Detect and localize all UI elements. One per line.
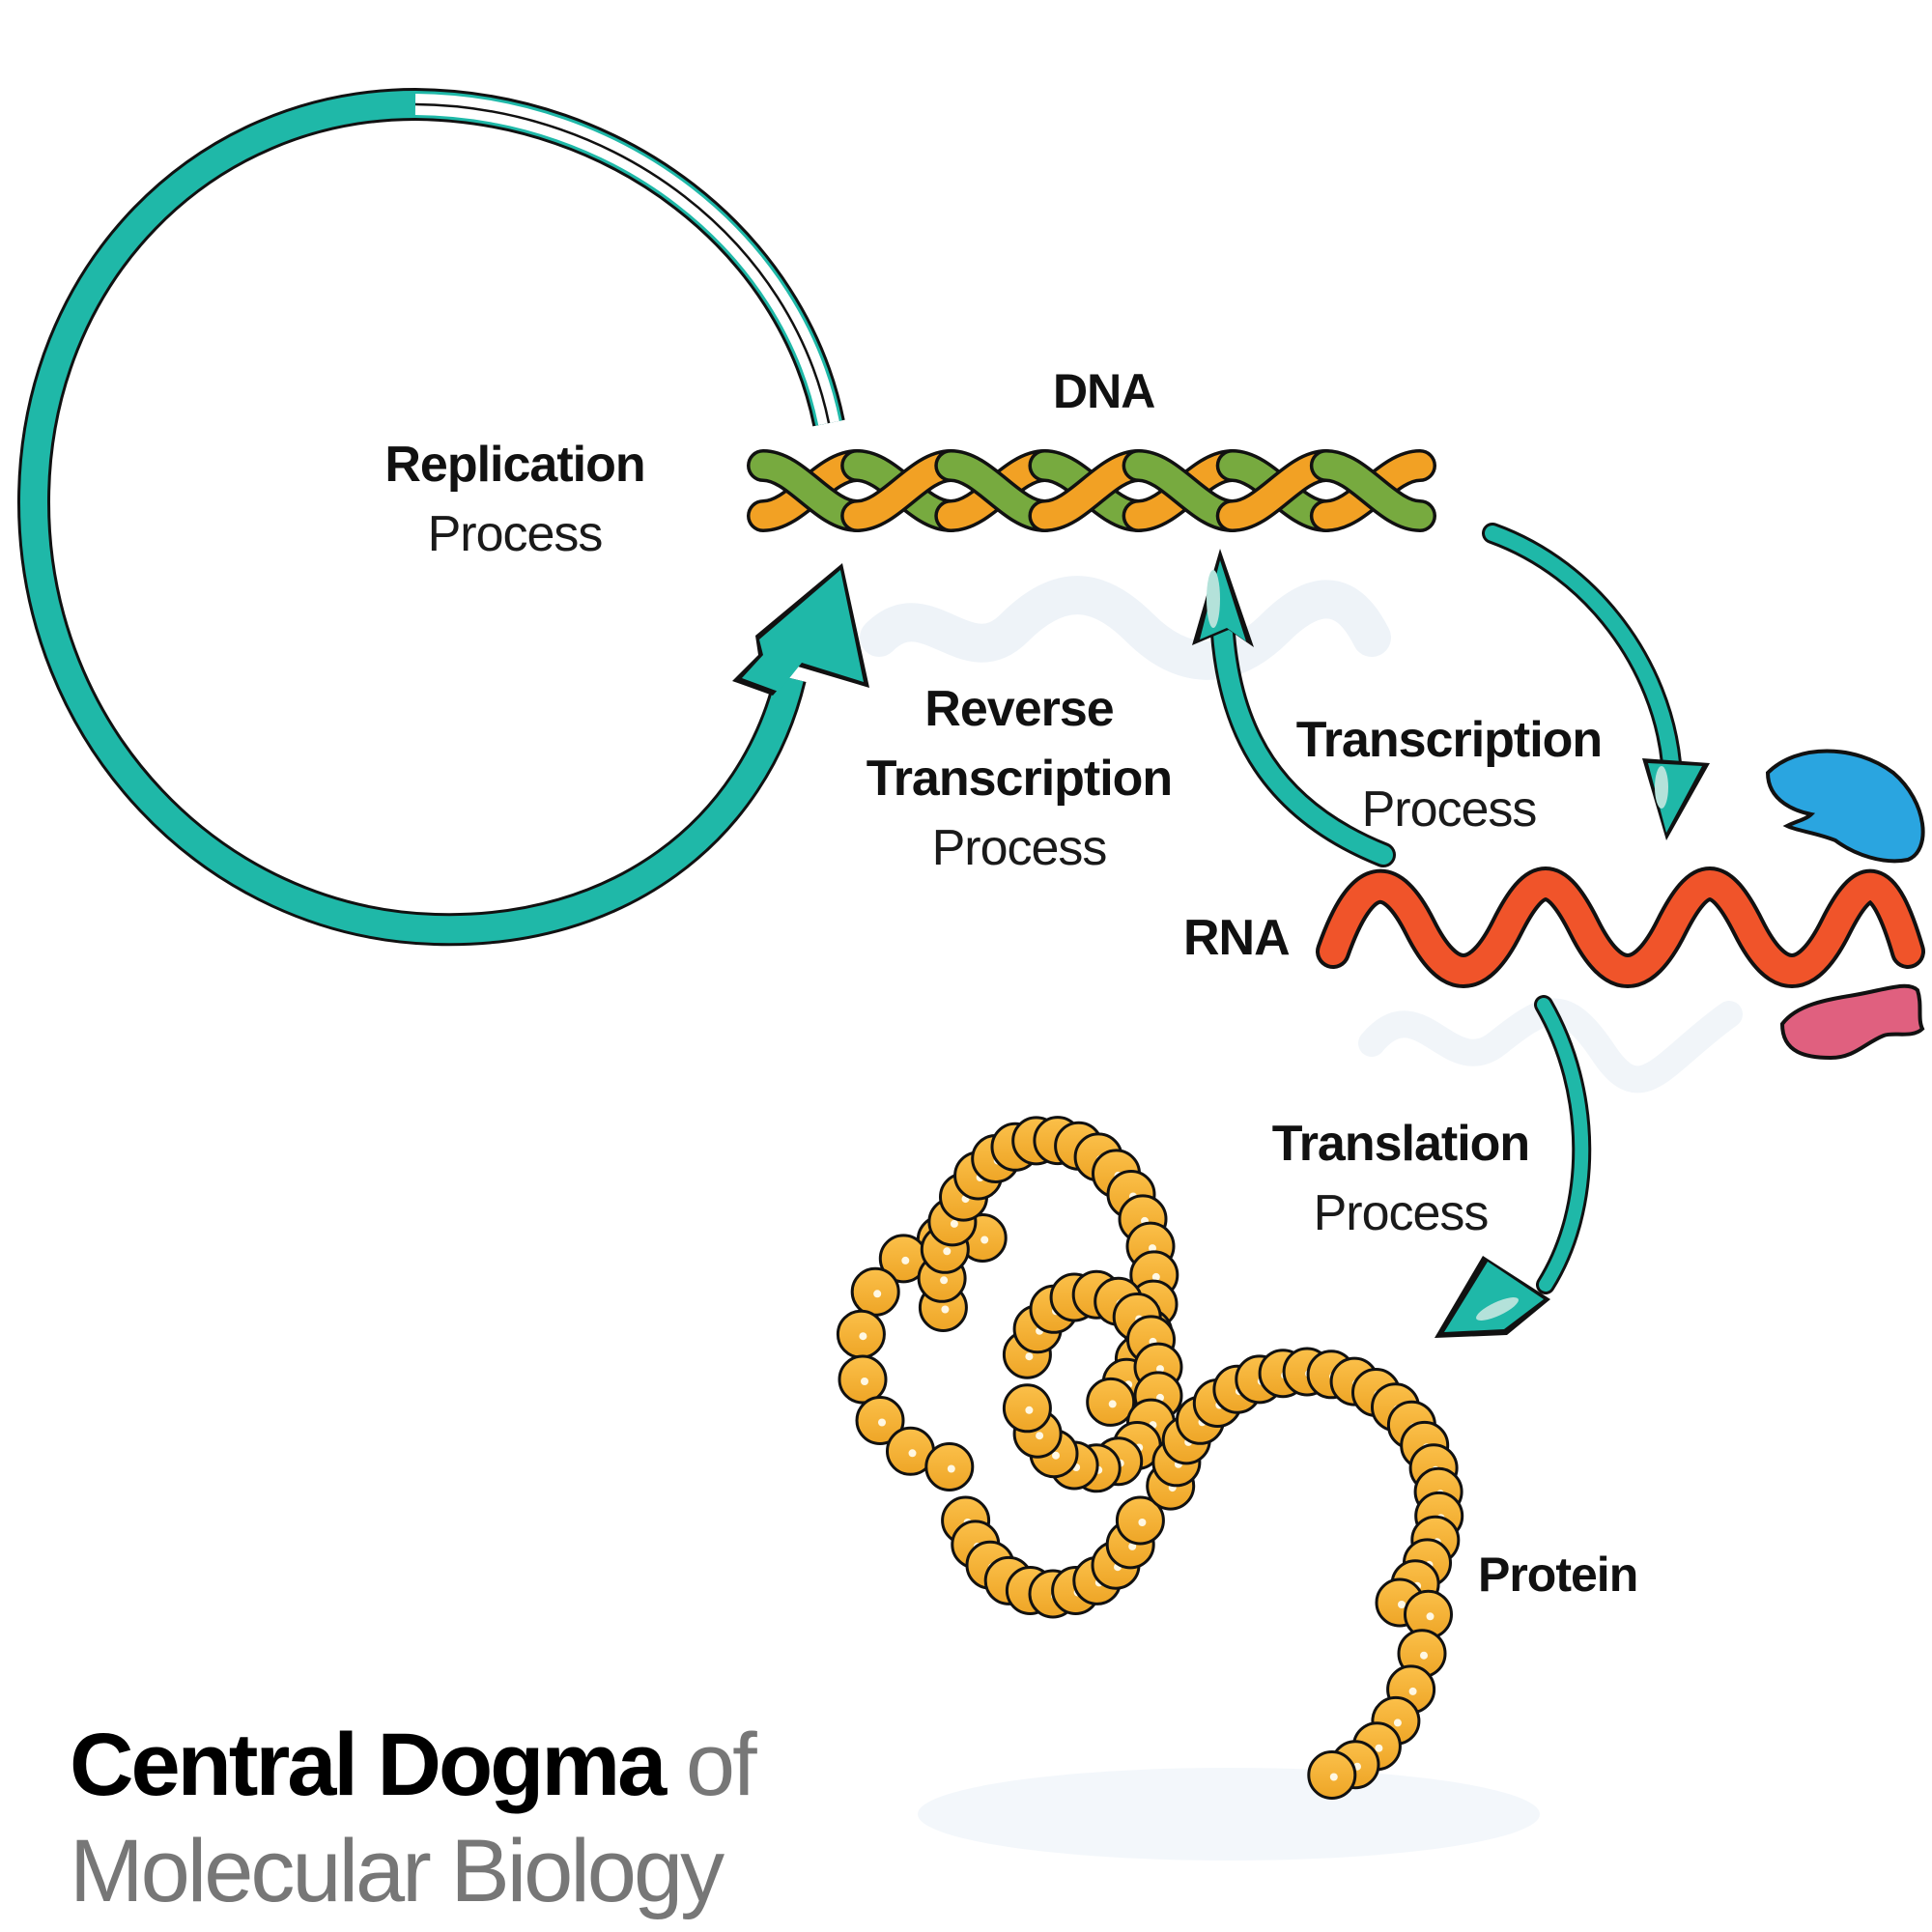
bead-highlight [859,1332,867,1341]
translation-arrow [1435,995,1592,1338]
transcription-label: Transcription Process [1270,715,1628,835]
bead-highlight [950,1219,958,1228]
dna-shadow [860,576,1391,680]
bead-highlight [1036,1432,1044,1440]
title-subject: Molecular Biology [70,1822,724,1920]
bead-highlight [1393,1719,1402,1727]
replication-name: Replication [384,437,645,493]
reverse-transcription-label: Reverse Transcription Process [840,684,1198,873]
rna-strand [1316,867,1925,988]
title-bold: Central Dogma [70,1716,667,1814]
bead-highlight [1156,1365,1164,1374]
bead-highlight [1138,1519,1147,1526]
bead-highlight [1052,1451,1060,1460]
bead-highlight [980,1236,989,1244]
dna-helix [747,449,1436,532]
reverse-transcription-arrow [1192,549,1396,867]
bead-highlight [878,1418,886,1427]
protein-label: Protein [1478,1548,1638,1602]
bead-highlight [1151,1272,1160,1281]
reverse-transcription-sub: Process [931,820,1108,876]
bead-highlight [908,1449,917,1458]
ribosome-large-subunit [1765,749,1925,864]
reverse-transcription-name-2: Transcription [866,751,1173,807]
bead-highlight [901,1256,910,1264]
main-title-line-2: Molecular Biology [70,1821,724,1922]
floor-shadow [918,1768,1540,1861]
translation-sub: Process [1313,1185,1490,1241]
bead-highlight [1025,1406,1034,1414]
dna-strand-segment [1313,452,1434,529]
protein-chain [836,1116,1464,1800]
bead-highlight [1149,1244,1156,1253]
bead-highlight [1329,1773,1338,1781]
ribosome-small-subunit [1779,983,1925,1061]
bead-highlight [940,1276,949,1285]
translation-name: Translation [1271,1116,1530,1172]
reverse-transcription-name-1: Reverse [924,681,1114,737]
bead-highlight [943,1247,952,1256]
bead-highlight [1408,1687,1417,1695]
bead-highlight [1108,1400,1117,1408]
bead-highlight [1398,1601,1406,1608]
bead-highlight [1420,1651,1428,1660]
transcription-sub: Process [1361,781,1538,838]
bead-highlight [1426,1612,1435,1621]
bead-highlight [861,1378,868,1385]
main-title-line-1: Central Dogma of [70,1715,757,1816]
transcription-arrow [1482,523,1710,840]
transcription-name: Transcription [1295,712,1603,768]
replication-arrow [16,87,869,947]
translation-label: Translation Process [1246,1119,1555,1238]
replication-sub: Process [427,506,604,562]
rna-label: RNA [1183,910,1291,966]
bead-highlight [947,1464,955,1473]
dna-label: DNA [1053,364,1155,418]
title-of: of [685,1716,757,1814]
replication-label: Replication Process [365,440,665,559]
bead-highlight [1128,1542,1137,1550]
bead-highlight [1375,1744,1383,1752]
bead-highlight [1025,1352,1034,1361]
bead-highlight [941,1305,950,1314]
bead-highlight [873,1290,882,1298]
